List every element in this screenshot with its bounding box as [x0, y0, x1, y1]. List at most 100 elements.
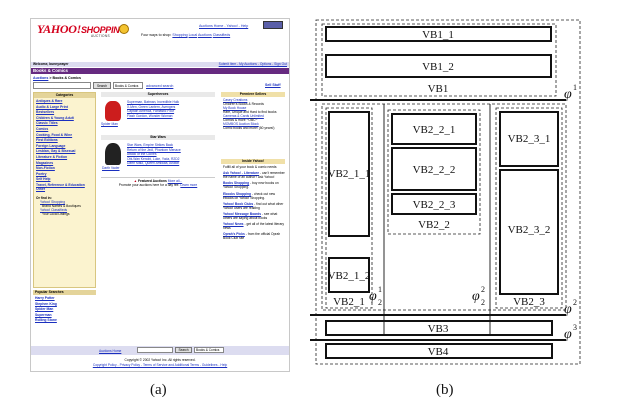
- popular-link[interactable]: Spider Man: [35, 307, 54, 312]
- yahoo-logo[interactable]: YAHOO!SHOPPING: [37, 23, 126, 36]
- inside-desc: - can't remember the name of an author? …: [223, 171, 285, 180]
- featured-learn-link[interactable]: Learn more: [180, 183, 198, 187]
- category-link[interactable]: Classic Titles: [36, 121, 58, 126]
- category-link[interactable]: Lesbian, Gay & Bisexual: [36, 149, 76, 154]
- premiere-link[interactable]: My Book House: [223, 106, 247, 110]
- inside-entry: Ask Yahoo! - Literature - can't remember…: [223, 171, 285, 179]
- superheroes-links: Superman, Batman, Incredible Hulk X-Men,…: [127, 100, 179, 118]
- category-link[interactable]: Bestsellers: [36, 110, 55, 115]
- premiere-link[interactable]: MOMBOS Auction Block: [223, 122, 259, 126]
- policy-links[interactable]: Copyright Policy - Privacy Policy - Term…: [92, 363, 228, 367]
- premiere-desc: Children's Books & Records: [223, 102, 264, 106]
- vb2-1-2-block: [328, 257, 370, 293]
- inside-entry: Ebooks Shopping - check out new ebooks o…: [223, 192, 285, 200]
- starwars-link[interactable]: Star Wars, Empire Strikes Back: [127, 143, 174, 147]
- superhero-link[interactable]: Captain America, Fantastic Four: [127, 109, 175, 114]
- way-link-auctions[interactable]: Auctions: [197, 33, 212, 37]
- starwars-link[interactable]: Attack of the Clones: [127, 152, 157, 157]
- inside-link[interactable]: Ebooks Shopping: [223, 191, 252, 196]
- vb1-2-block: [325, 54, 552, 78]
- phi2-1-symbol: φ: [369, 289, 377, 304]
- phi2-1-sup: 1: [378, 285, 382, 294]
- spiderman-image[interactable]: [105, 101, 121, 121]
- way-link-local[interactable]: Local: [188, 33, 198, 37]
- category-link[interactable]: Self Help: [36, 177, 51, 182]
- starwars-link[interactable]: Obi-Wan Kenobi, Luke, Yoda, R2D2: [127, 156, 180, 161]
- vb2-2-3-block: [391, 193, 477, 215]
- superhero-link[interactable]: Flash Gordon, Wonder Woman: [127, 113, 173, 118]
- vb3-label: VB3: [428, 323, 449, 335]
- category-link[interactable]: Other: [36, 187, 46, 192]
- diagram-svg: VB1_1 VB1_2 VB1 φ 1 VB2_1_1 VB2_1_2 VB2_…: [310, 19, 581, 365]
- bottom-search-button[interactable]: Search: [175, 347, 192, 353]
- category-link[interactable]: Children & Young Adult: [36, 115, 74, 120]
- category-link[interactable]: Travel, Reference & Education: [36, 182, 85, 187]
- inside-desc: - get all of the latest literary news: [223, 222, 285, 231]
- copyright-line: Copyright © 2002 Yahoo! Inc. All rights …: [124, 358, 196, 362]
- inside-entry: Yahoo! Message Boards - see what others …: [223, 212, 285, 220]
- category-link[interactable]: Non-Fiction: [36, 166, 55, 171]
- starwars-link[interactable]: Return of the Jedi, Phantom Menace: [127, 147, 181, 152]
- phi2-2-symbol: φ: [472, 289, 480, 304]
- phi2-1-sub: 2: [378, 298, 382, 307]
- category-link[interactable]: Foreign Language: [36, 143, 66, 148]
- popular-link[interactable]: Superman: [35, 312, 52, 317]
- category-link[interactable]: Poetry: [36, 171, 47, 176]
- darth-vader-image[interactable]: [105, 143, 121, 165]
- superhero-link[interactable]: Superman, Batman, Incredible Hulk: [127, 100, 180, 104]
- vb2-2-1-block: [391, 113, 477, 145]
- vb2-2-1-label: VB2_2_1: [413, 124, 456, 136]
- superhero-link[interactable]: X-Men, Green Lantern, Avengers: [127, 104, 176, 109]
- inside-link[interactable]: Oprah's Picks: [223, 232, 245, 237]
- welcome-bar: Welcome, bunnywayer Submit Item - My Auc…: [31, 62, 289, 67]
- inside-link[interactable]: Yahoo! Message Boards: [223, 211, 262, 216]
- bottom-search-input[interactable]: [137, 347, 173, 353]
- vader-caption[interactable]: Darth Vader: [102, 166, 120, 170]
- bottom-category-select[interactable]: Books & Comics: [194, 347, 224, 353]
- popular-link[interactable]: Harry Potter: [35, 296, 55, 300]
- welcome-links[interactable]: Submit Item - My Auctions - Options - Si…: [218, 62, 287, 67]
- search-input[interactable]: [33, 82, 91, 89]
- trophy-icon: ▲: [133, 179, 138, 183]
- category-link[interactable]: First Editions: [36, 138, 58, 143]
- category-link[interactable]: Comics: [36, 126, 49, 131]
- spiderman-caption[interactable]: Spider Man: [101, 122, 118, 126]
- search-category-select[interactable]: Books & Comics: [113, 82, 143, 89]
- find-in-link[interactable]: Yahoo! Shopping: [40, 199, 66, 204]
- way-link-shopping[interactable]: Shopping: [172, 33, 188, 37]
- breadcrumb-auctions[interactable]: Auctions: [33, 76, 49, 80]
- find-in-section: Or find in: Yahoo! Shopping Brand Names …: [34, 193, 95, 216]
- premiere-link[interactable]: Cameras & Cards Unlimited: [223, 114, 264, 118]
- premiere-link[interactable]: Casey Creations: [223, 98, 248, 102]
- popular-link[interactable]: Rolling Stone: [35, 318, 57, 323]
- category-link[interactable]: Cooking, Food & Wine: [36, 132, 73, 137]
- way-link-classifieds[interactable]: Classifieds: [212, 33, 231, 37]
- inside-link[interactable]: Ask Yahoo! - Literature: [223, 171, 260, 176]
- category-link[interactable]: Literature & Fiction: [36, 154, 68, 159]
- vb2-2-2-block: [391, 147, 477, 191]
- find-in-link[interactable]: Yahoo! Classifieds: [40, 207, 68, 212]
- category-link[interactable]: Magazines: [36, 160, 54, 165]
- inside-desc: - see what others are saying about books: [223, 211, 278, 220]
- premiere-desc: Rare, Unique and Hard to find books: [223, 110, 277, 114]
- advanced-search-link[interactable]: advanced search: [146, 84, 174, 88]
- starwars-link[interactable]: Darth Maul, Queen Amidala, Anakin: [127, 161, 180, 166]
- top-links[interactable]: Auctions Home - Yahoo! - Help: [199, 24, 249, 28]
- breadcrumb-current: > Books & Comics: [48, 76, 82, 80]
- category-link[interactable]: Antiques & Rare: [36, 99, 63, 103]
- category-link[interactable]: Audio & Large Print: [36, 104, 68, 109]
- sell-stuff-link[interactable]: Sell Stuff: [265, 83, 281, 87]
- inside-link[interactable]: Yahoo! Book Clubs: [223, 201, 254, 206]
- popular-link[interactable]: Stephen King: [35, 301, 57, 306]
- inside-link[interactable]: Books Shopping: [223, 181, 250, 186]
- phi2-index: 2: [573, 298, 577, 307]
- search-button[interactable]: Search: [93, 82, 111, 89]
- categories-panel: Categories Antiques & Rare Audio & Large…: [33, 92, 96, 288]
- inside-link[interactable]: Yahoo! News: [223, 222, 244, 227]
- featured-more-link[interactable]: More all...: [167, 179, 183, 183]
- vb2-3-1-label: VB2_3_1: [508, 133, 551, 145]
- bottom-home-link[interactable]: Auctions Home: [99, 349, 122, 353]
- category-list: Antiques & Rare Audio & Large Print Best…: [34, 98, 95, 193]
- logo-subtitle: AUCTIONS: [91, 34, 110, 38]
